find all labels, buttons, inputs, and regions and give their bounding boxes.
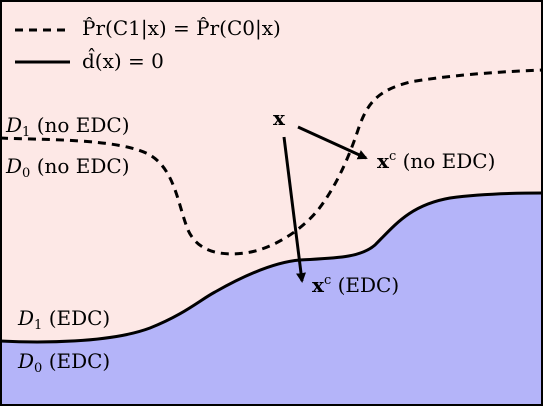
decision-boundary-dashed: [0, 68, 543, 256]
arrow-to-xc-no-edc: [297, 125, 368, 160]
legend-dashed-label: P̂r(C1|x) = P̂r(C0|x): [82, 16, 281, 40]
point-xc-edc-label: xc (EDC): [312, 273, 400, 297]
label-d0-edc: D0 (EDC): [18, 349, 111, 376]
arrow-to-xc-edc: [282, 136, 306, 283]
region-d0-edc: [0, 193, 543, 406]
label-d1-edc: D1 (EDC): [18, 306, 111, 333]
label-d1-no-edc: D1 (no EDC): [6, 113, 130, 140]
label-d0-no-edc: D0 (no EDC): [6, 154, 130, 181]
point-xc-no-edc-label: xc (no EDC): [377, 149, 496, 173]
point-x-label: x: [273, 106, 285, 130]
decision-boundary-solid: [0, 191, 543, 344]
legend-solid-label: d̂(x) = 0: [82, 49, 164, 73]
